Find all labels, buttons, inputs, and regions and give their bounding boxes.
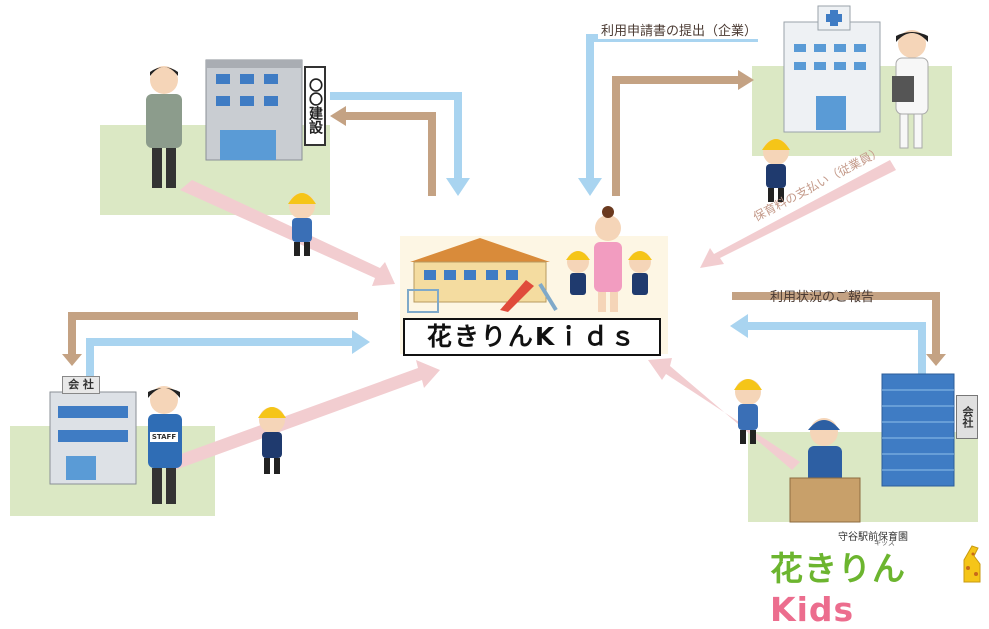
staff-badge: STAFF [150,432,178,442]
nursery-school-building [407,238,558,313]
pink-arrows [170,160,896,470]
company-sign-left: 会 社 [62,376,100,394]
child-figure-top-right [762,139,790,202]
report-label: 利用状況のご報告 [770,290,875,305]
logo-ruby: キッズ [874,539,895,547]
application-label: 利用申請書の提出（企業） [598,20,761,39]
company-building-right [881,373,955,487]
construction-sign: 〇〇建設 [304,66,326,146]
nursery-name-box: 花きりんKｉｄｓ [403,318,661,356]
logo-name-part1: 花きりん [770,549,906,588]
children-group-center [566,251,652,295]
businessman-figure [146,66,182,188]
nursery-logo: 守谷駅前保育園 キッズ 花きりんKids [770,528,985,629]
child-figure-bottom-left [258,407,286,474]
giraffe-icon [963,545,981,583]
company-building-left [49,391,137,485]
logo-name: 花きりんKids [770,542,985,629]
logo-subtitle: 守谷駅前保育園 [838,532,908,543]
child-figure-bottom-right [734,379,762,444]
logo-name-part2: Kids [770,590,855,629]
hospital-building [783,5,881,133]
brown-arrows [62,70,946,366]
company-sign-right: 会社 [956,395,978,439]
child-figure-top-left [288,193,316,256]
worker-figure [789,418,861,523]
nurse-figure [892,30,929,149]
teacher-figure [594,206,622,312]
construction-building [205,59,303,161]
blue-arrows [86,34,926,388]
